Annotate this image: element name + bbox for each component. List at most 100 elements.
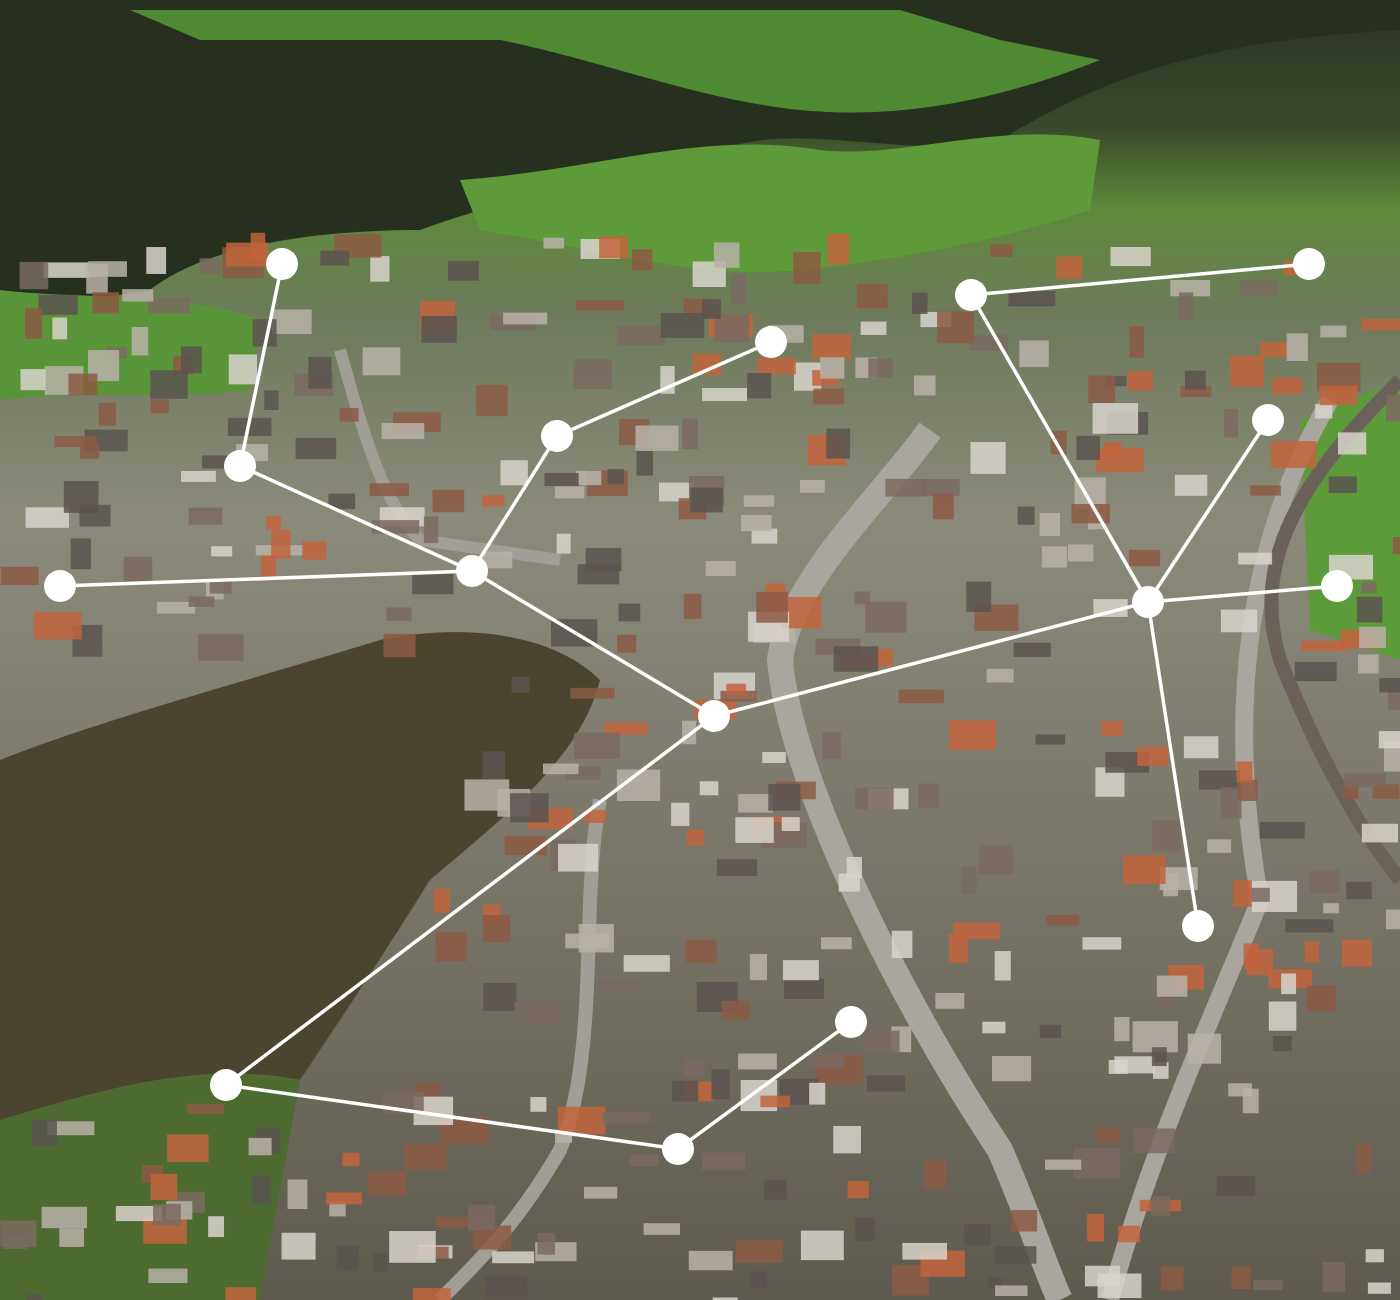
building-roof (721, 1000, 750, 1020)
network-node (698, 700, 730, 732)
building-roof (63, 480, 99, 513)
building-roof (150, 399, 169, 414)
building-roof (41, 1206, 88, 1229)
building-roof (1216, 1175, 1256, 1196)
building-roof (990, 244, 1013, 258)
building-roof (865, 601, 907, 633)
building-roof (271, 309, 312, 335)
building-roof (1365, 1249, 1384, 1263)
building-roof (702, 299, 721, 319)
building-roof (856, 283, 888, 309)
building-roof (468, 1204, 496, 1231)
building-roof (1180, 385, 1212, 397)
building-roof (1251, 887, 1270, 902)
building-roof (1013, 642, 1051, 657)
building-roof (370, 256, 390, 282)
building-roof (542, 763, 579, 775)
building-roof (868, 358, 893, 378)
building-roof (1101, 721, 1123, 737)
building-roof (855, 787, 894, 810)
building-roof (325, 1192, 363, 1205)
building-roof (557, 1106, 606, 1135)
building-roof (911, 292, 928, 314)
building-roof (682, 418, 698, 450)
building-roof (115, 1205, 162, 1222)
building-roof (1372, 784, 1400, 799)
building-roof (913, 375, 936, 396)
building-roof (1110, 246, 1151, 267)
building-roof (1008, 291, 1056, 307)
building-roof (1017, 506, 1035, 525)
building-roof (146, 247, 167, 274)
building-roof (599, 236, 628, 259)
building-roof (530, 1097, 547, 1112)
network-node (755, 326, 787, 358)
building-roof (735, 817, 774, 843)
building-roof (252, 1175, 271, 1204)
building-roof (556, 533, 571, 554)
building-roof (131, 326, 149, 356)
building-roof (573, 359, 613, 390)
network-node (662, 1133, 694, 1165)
building-roof (308, 356, 332, 389)
building-roof (432, 489, 465, 513)
building-roof (68, 373, 98, 396)
building-roof (636, 447, 653, 476)
building-roof (684, 1059, 705, 1077)
network-edge (225, 1083, 679, 1151)
building-roof (92, 292, 120, 314)
building-roof (1106, 376, 1127, 387)
building-roof (25, 507, 69, 528)
building-roof (228, 354, 258, 385)
building-roof (1179, 292, 1194, 320)
building-roof (1236, 761, 1253, 783)
building-roof (423, 516, 439, 544)
building-roof (1056, 256, 1083, 280)
building-roof (891, 930, 913, 959)
network-edge (676, 1020, 853, 1151)
building-roof (1067, 544, 1094, 562)
building-roof (1046, 915, 1080, 926)
building-roof (782, 960, 819, 981)
building-roof (389, 1231, 436, 1263)
building-roof (1301, 640, 1347, 651)
building-roof (1343, 773, 1386, 788)
building-roof (1097, 1273, 1142, 1299)
network-edge (238, 263, 284, 467)
building-roof (1114, 1056, 1155, 1074)
building-roof (1268, 1001, 1297, 1031)
building-roof (1309, 870, 1340, 894)
building-roof (1385, 394, 1400, 422)
building-roof (617, 325, 666, 346)
building-roof (1322, 1261, 1345, 1293)
building-roof (1383, 741, 1400, 772)
building-roof (1127, 371, 1154, 391)
building-roof (1174, 474, 1208, 496)
building-roof (1092, 403, 1139, 434)
building-roof (576, 300, 624, 311)
building-roof (52, 317, 68, 340)
building-roof (699, 781, 719, 796)
network-edge (1147, 584, 1338, 604)
building-roof (986, 668, 1014, 683)
building-roof (510, 793, 549, 823)
building-roof (738, 1053, 777, 1070)
building-roof (492, 1251, 535, 1264)
building-roof (147, 297, 190, 314)
building-roof (600, 979, 641, 992)
building-roof (800, 479, 825, 493)
building-roof (838, 873, 860, 892)
building-roof (705, 560, 736, 576)
building-roof (570, 687, 615, 699)
building-roof (198, 634, 244, 661)
building-roof (743, 495, 775, 507)
railway (1264, 375, 1400, 885)
building-roof (1306, 985, 1336, 1012)
building-roof (1137, 746, 1169, 766)
field-top (130, 10, 1100, 113)
building-roof (617, 634, 637, 653)
building-roof (302, 541, 327, 560)
building-roof (902, 1242, 948, 1260)
building-roof (1082, 937, 1122, 950)
